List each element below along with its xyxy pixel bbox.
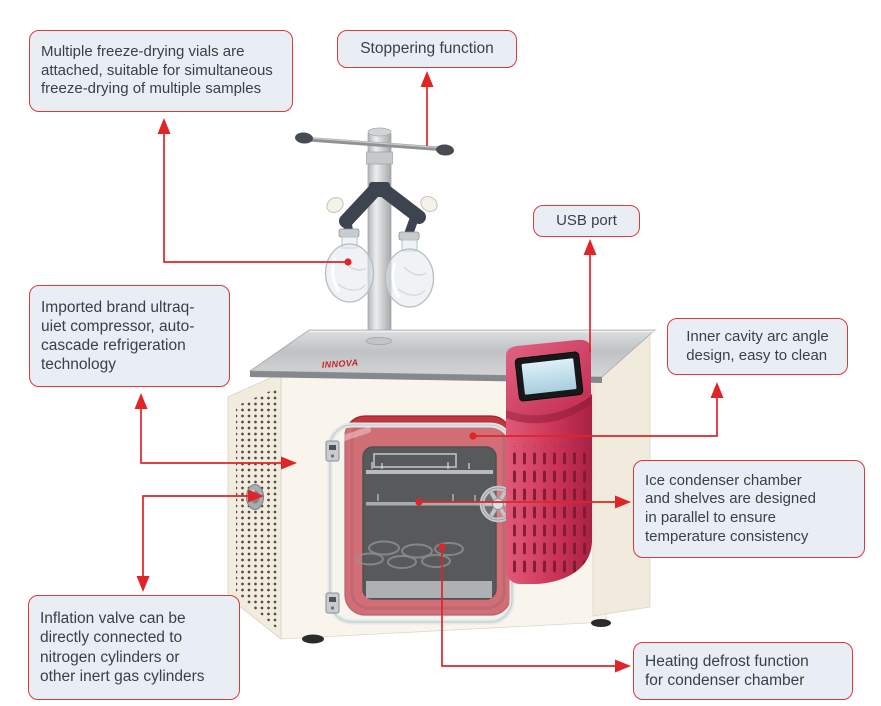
connector-heating-defrost (438, 543, 631, 673)
crossbar-end-cap (436, 144, 454, 156)
connector-ice-condenser (415, 495, 631, 509)
door-hinge-bottom (325, 592, 340, 614)
machine-foot (591, 619, 611, 627)
door-hinge-top (325, 440, 340, 462)
stoppering-crossbar (304, 136, 444, 152)
vial-valve-right (378, 184, 438, 238)
freeze-drying-flask-left (324, 228, 375, 303)
defrost-tray (366, 581, 492, 598)
callout-vials: Multiple freeze-drying vials are attache… (29, 30, 293, 112)
callout-usb-port: USB port (533, 205, 640, 237)
acrylic-door (327, 422, 515, 625)
touchscreen-display[interactable] (521, 358, 577, 395)
callout-connectors (134, 71, 724, 673)
stoppering-manifold (295, 127, 454, 344)
valve-knob (420, 196, 438, 212)
connector-vials (157, 118, 352, 266)
stainless-worktop (248, 329, 657, 383)
machine-foot (302, 634, 324, 644)
chamber-window (362, 446, 497, 600)
connector-stoppering (420, 71, 434, 146)
control-tower (506, 339, 592, 584)
callout-stoppering-function: Stoppering function (337, 30, 517, 68)
callout-compressor: Imported brand ultraq- uiet compressor, … (29, 285, 230, 387)
callout-inflation-valve: Inflation valve can be directly connecte… (28, 595, 240, 700)
callout-ice-condenser: Ice condenser chamber and shelves are de… (633, 460, 865, 558)
callout-inner-cavity: Inner cavity arc angle design, easy to c… (667, 318, 848, 375)
callout-heating-defrost: Heating defrost function for condenser c… (633, 642, 853, 700)
freeze-drying-flask-right (384, 231, 435, 308)
crossbar-end-cap (295, 132, 313, 144)
vial-valve-left (326, 184, 381, 238)
connector-compressor (134, 393, 297, 470)
brand-logo: INNOVA (321, 357, 358, 370)
connector-usb (583, 239, 597, 352)
condenser-coils (356, 540, 464, 569)
valve-knob (326, 197, 344, 213)
connector-inflation-valve (136, 489, 264, 592)
chamber-shelves (366, 453, 493, 506)
chamber-door (325, 415, 518, 625)
connector-inner-cavity (469, 382, 724, 440)
touchscreen[interactable] (514, 351, 584, 402)
tower-vent-slots (510, 446, 590, 578)
